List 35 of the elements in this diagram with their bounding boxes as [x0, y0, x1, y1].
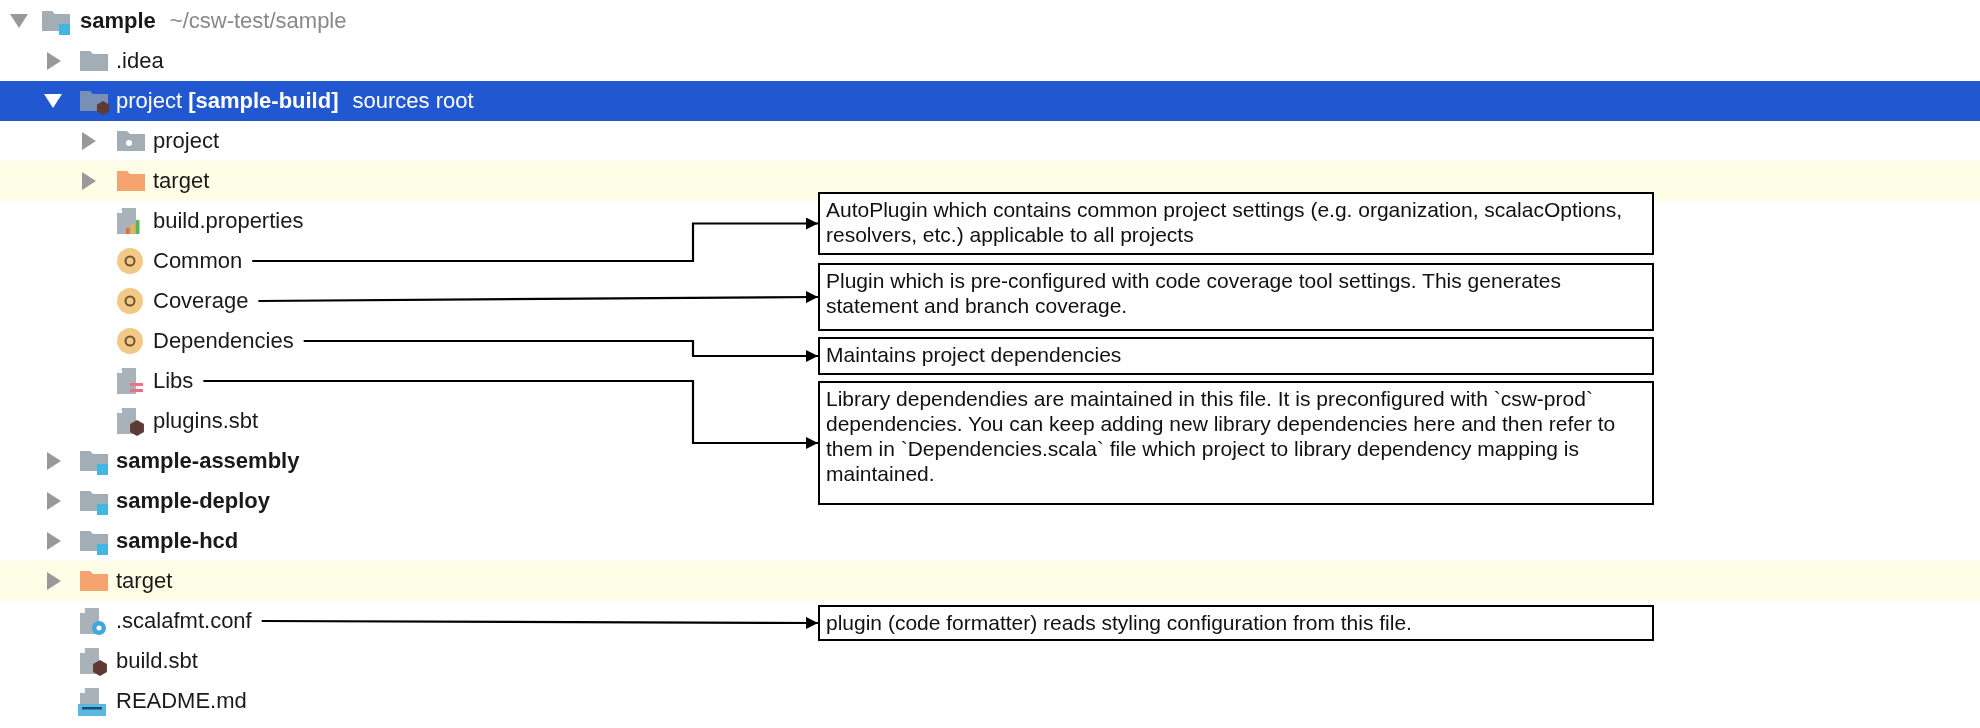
- callout-text: Maintains project dependencies: [826, 342, 1123, 367]
- file-name: build.properties: [153, 208, 304, 234]
- arrow: [261, 616, 818, 629]
- file-name: .scalafmt.conf: [116, 608, 252, 634]
- folder-name: target: [116, 568, 173, 594]
- callout-text: Plugin which is pre-configured with code coverage tool settings. This generates statement and branch coverage.: [826, 268, 1563, 318]
- arrow: [252, 217, 818, 263]
- file-name: README.md: [116, 688, 247, 714]
- folder-name: project [sample-build]: [116, 88, 339, 114]
- callout-box: [818, 605, 1654, 641]
- file-name: Dependencies: [153, 328, 294, 354]
- callout-box: [818, 337, 1654, 375]
- file-name: build.sbt: [116, 648, 198, 674]
- file-name: Coverage: [153, 288, 249, 314]
- arrow: [258, 291, 818, 304]
- folder-name: target: [153, 168, 210, 194]
- folder-name: project: [153, 128, 220, 154]
- folder-name: sample-hcd: [116, 528, 239, 554]
- folder-name: sample-assembly: [116, 448, 300, 474]
- file-name: Common: [153, 248, 243, 274]
- folder-name: .idea: [116, 48, 164, 74]
- project-name: sample: [80, 8, 156, 34]
- file-name: plugins.sbt: [153, 408, 259, 434]
- callout-box: [818, 263, 1654, 331]
- callout-box: [818, 381, 1654, 505]
- arrow: [303, 339, 818, 362]
- callout-box: [818, 192, 1654, 255]
- callout-text: plugin (code formatter) reads styling configuration from this file.: [826, 610, 1413, 635]
- arrow: [203, 379, 818, 449]
- folder-name: sample-deploy: [116, 488, 271, 514]
- callout-text: Library dependendies are maintained in this file. It is preconfigured with `csw-prod` dependencies. You can keep adding new library dependencies here and then refer to them in `Dependencies.scala` file which project to library dependency mapping is maintained.: [826, 386, 1617, 486]
- callout-text: AutoPlugin which contains common project settings (e.g. organization, scalacOptions, resolvers, etc.) applicable to all projects: [826, 197, 1624, 247]
- folder-tag: sources root: [352, 88, 474, 114]
- path-label: ~/csw-test/sample: [169, 8, 347, 34]
- file-name: Libs: [153, 368, 194, 394]
